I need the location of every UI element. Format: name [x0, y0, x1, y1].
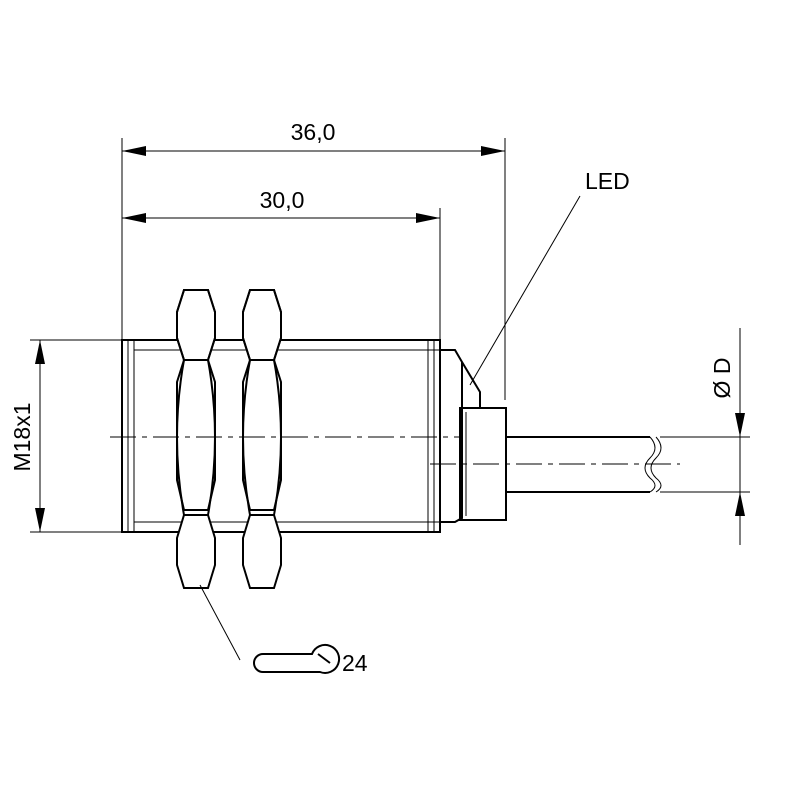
- led-label: LED: [585, 168, 630, 194]
- dimension-total-length: 36,0: [121, 119, 506, 400]
- led-callout: LED: [469, 168, 630, 386]
- led-leader-line: [469, 195, 581, 386]
- wrench-size-label: 24: [342, 650, 368, 676]
- wrench-size-callout: 24: [199, 584, 368, 676]
- thread-size-label: M18x1: [9, 402, 35, 471]
- wrench-leader-line: [199, 584, 241, 661]
- dimension-total-length-label: 36,0: [291, 119, 336, 145]
- cable-cap: [440, 349, 507, 523]
- dimension-thread-length-label: 30,0: [260, 187, 305, 213]
- wrench-icon: [253, 644, 341, 674]
- hex-nut-1: [176, 289, 216, 589]
- dimension-cable-diameter: Ø D: [660, 328, 750, 545]
- dimension-thread-length: 30,0: [122, 187, 441, 340]
- cable-diameter-label: Ø D: [709, 358, 735, 399]
- dimension-thread-diameter: M18x1: [9, 339, 122, 533]
- hex-nut-2: [242, 289, 282, 589]
- cable: [506, 436, 662, 493]
